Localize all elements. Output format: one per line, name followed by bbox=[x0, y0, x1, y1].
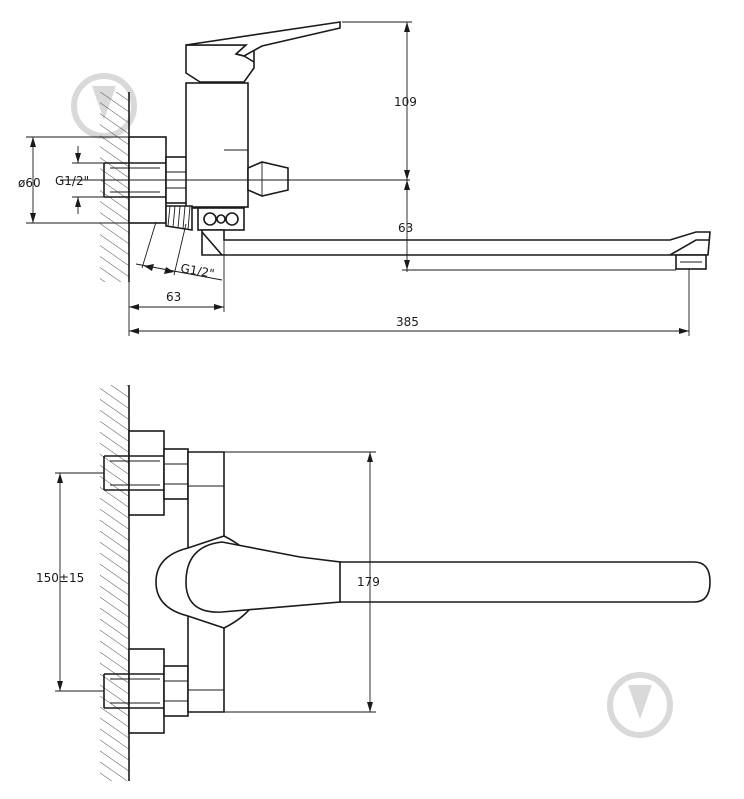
wall-hatch-bottom bbox=[100, 385, 129, 781]
threaded-stub bbox=[165, 205, 193, 231]
upper-flange bbox=[128, 430, 165, 516]
dimension-height: 109 bbox=[342, 21, 417, 183]
height-label: 109 bbox=[394, 95, 417, 109]
dimension-span: 179 bbox=[224, 451, 380, 713]
dimension-thread-bottom: G1/2" bbox=[135, 221, 223, 281]
front-handle bbox=[185, 541, 341, 613]
upper-nut bbox=[163, 448, 189, 500]
depth-label: 63 bbox=[166, 290, 181, 304]
lower-nut bbox=[163, 665, 189, 717]
watermark-bottom-icon bbox=[607, 672, 673, 738]
lever-handle bbox=[185, 21, 341, 57]
spout-offset-label: 63 bbox=[398, 221, 413, 235]
dimension-diameter: ø60 bbox=[18, 136, 129, 224]
dimension-depth: 63 bbox=[128, 240, 225, 336]
dimension-thread-left: G1/2" bbox=[55, 146, 104, 214]
span-label: 179 bbox=[357, 575, 380, 589]
dimension-reach: 385 bbox=[129, 269, 690, 336]
diverter-knob bbox=[247, 161, 289, 197]
diameter-label: ø60 bbox=[18, 176, 41, 190]
upper-connection bbox=[103, 430, 189, 516]
mixer-body bbox=[185, 82, 249, 208]
dimension-spacing: 150±15 bbox=[36, 472, 104, 692]
lower-flange bbox=[128, 648, 165, 734]
spout-swivel bbox=[197, 207, 245, 231]
dimension-spout-offset: 63 bbox=[398, 180, 676, 272]
reach-label: 385 bbox=[396, 315, 419, 329]
wall-hatch-top bbox=[100, 92, 129, 282]
thread-label-left: G1/2" bbox=[55, 174, 89, 188]
front-view: 150±15 179 bbox=[36, 385, 711, 781]
spout bbox=[201, 229, 711, 256]
side-view: 109 63 ø60 G1/2" bbox=[18, 21, 711, 336]
lower-connection bbox=[103, 648, 189, 734]
thread-label-bottom: G1/2" bbox=[179, 261, 215, 281]
spacing-label: 150±15 bbox=[36, 571, 84, 585]
front-spout bbox=[249, 561, 711, 603]
